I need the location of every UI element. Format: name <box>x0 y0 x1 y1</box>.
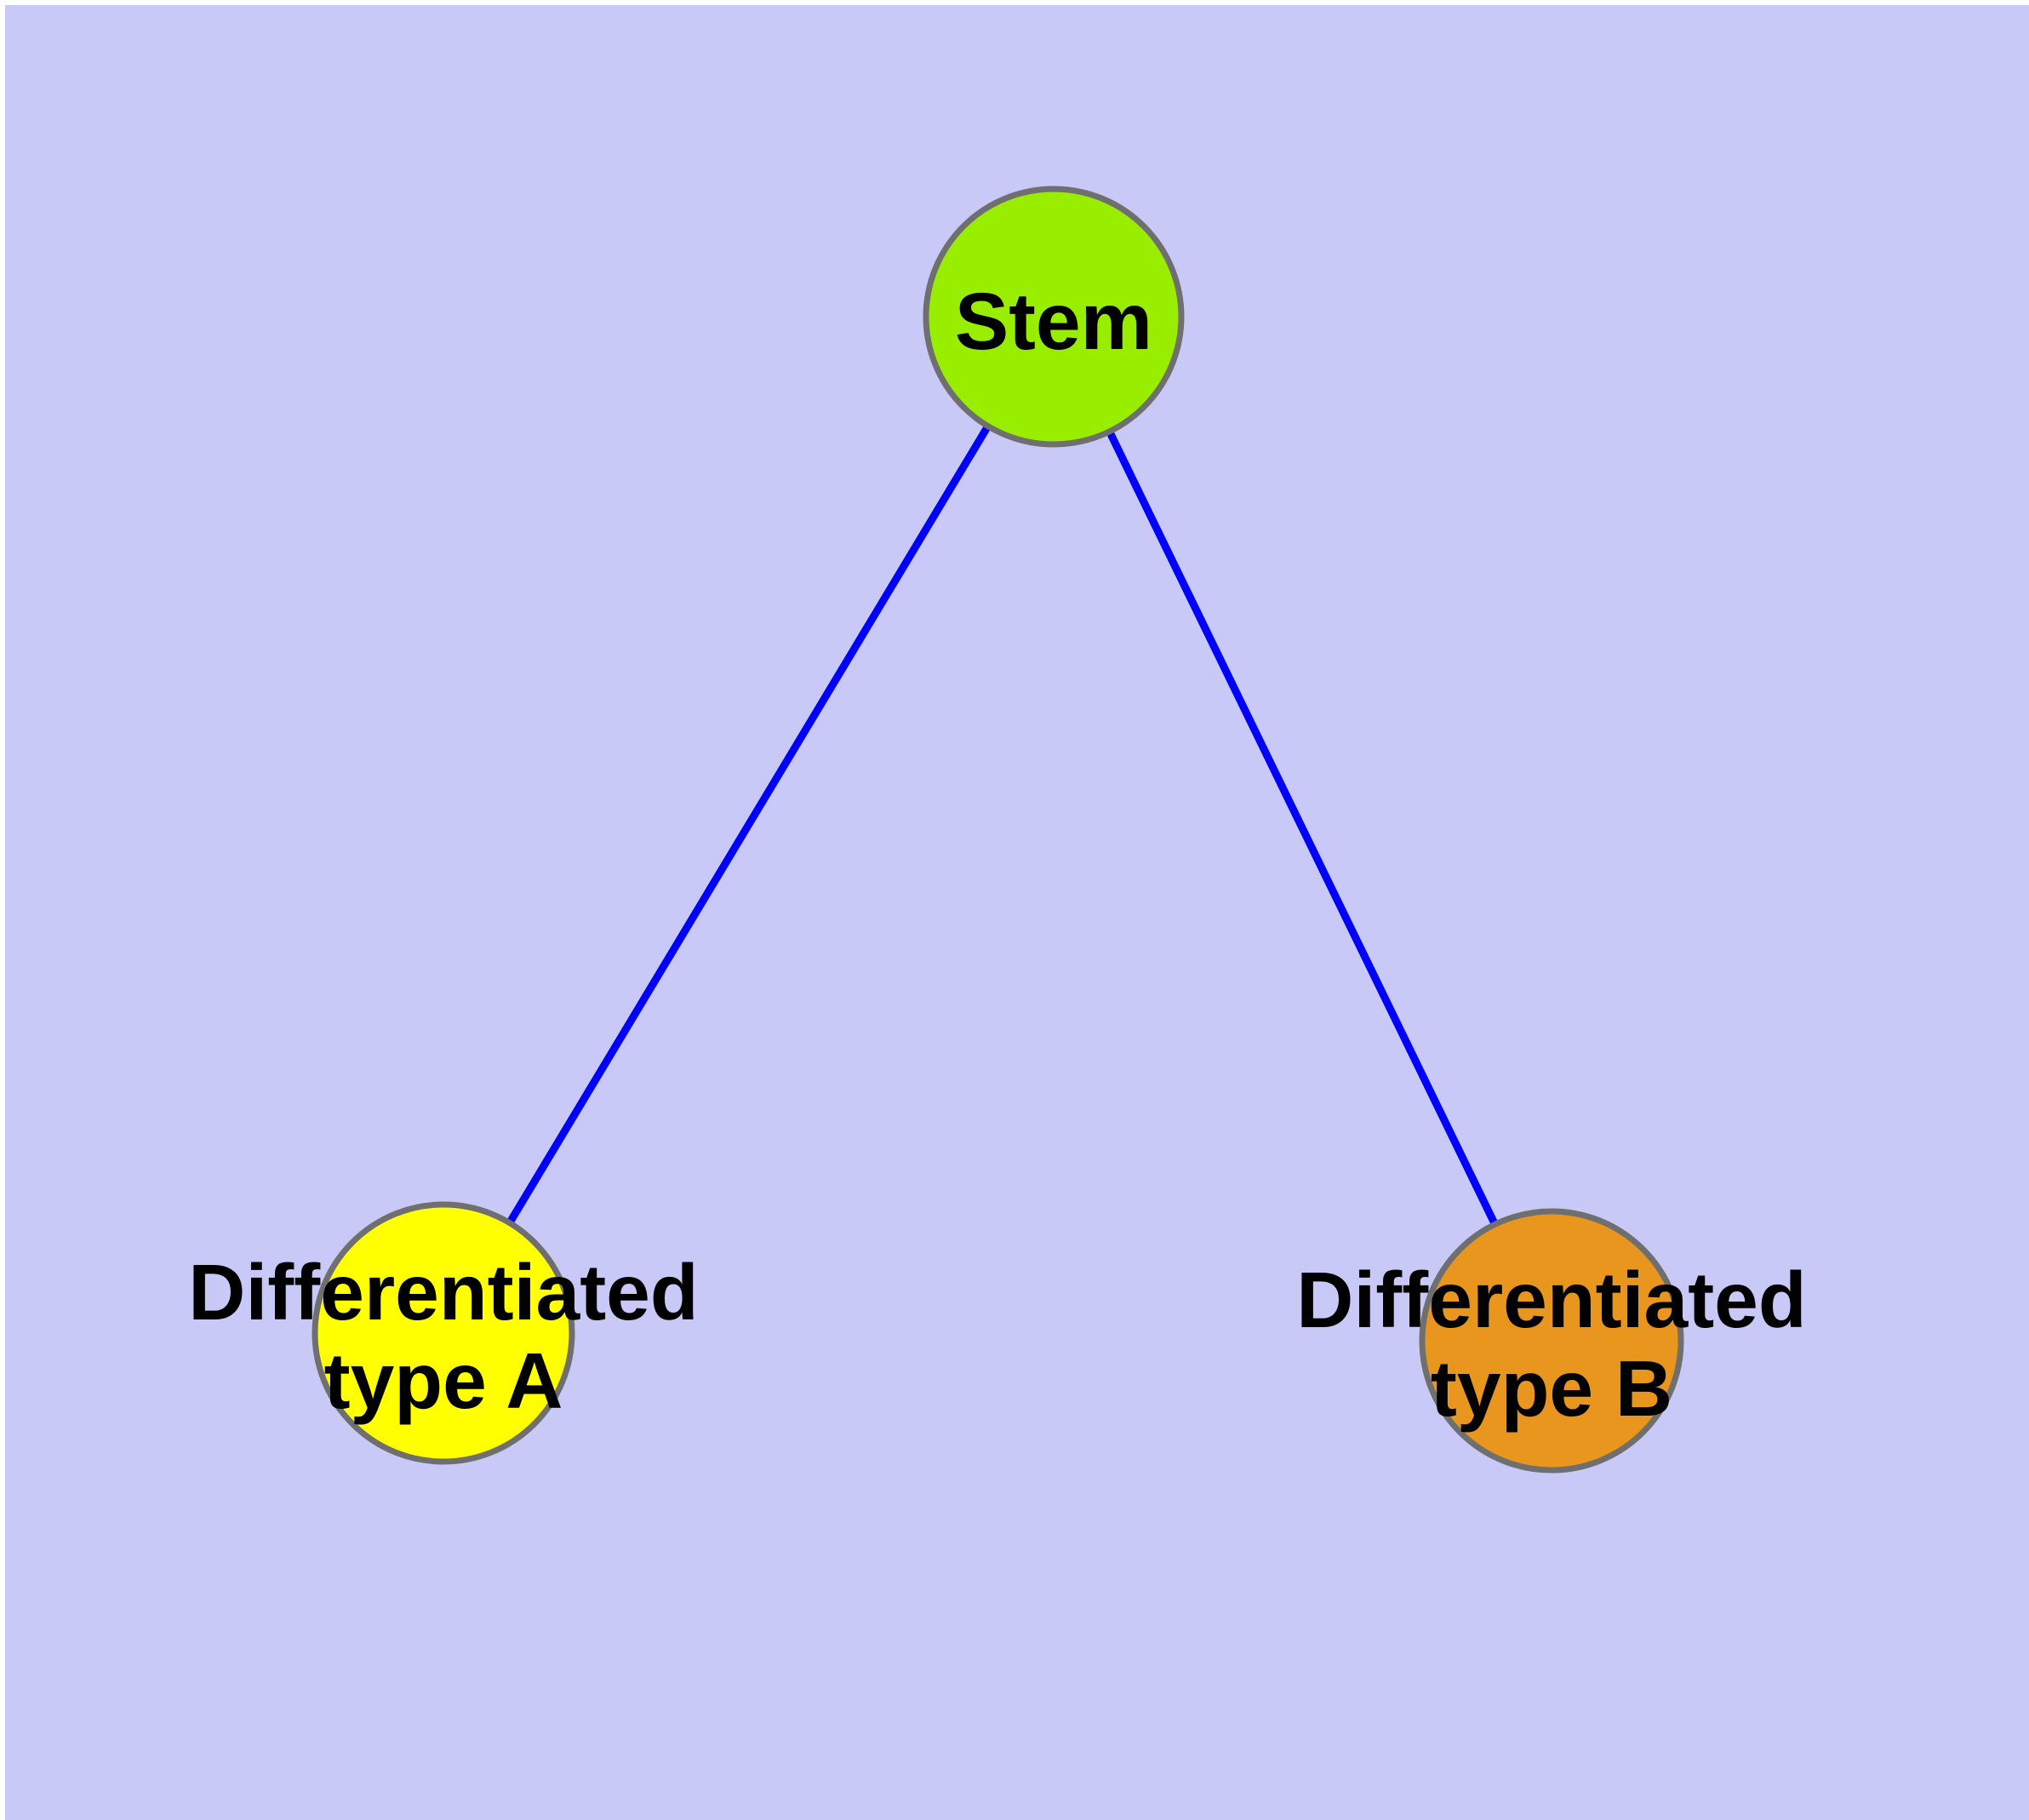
node-type-a-label-line-2: type A <box>324 1336 563 1425</box>
node-type-b-circle <box>1419 1208 1684 1474</box>
node-stem-label: Stem <box>955 277 1152 367</box>
node-type-b-label-line-2: type B <box>1431 1344 1672 1433</box>
node-type-a-label-line-1: Differentiated <box>188 1248 698 1336</box>
edge-stem-to-type-b <box>1049 315 1556 1342</box>
node-stem-circle <box>923 186 1185 448</box>
node-type-b-label-line-1: Differentiated <box>1296 1256 1806 1344</box>
edge-stem-to-type-a <box>440 314 1057 1336</box>
node-type-a-circle <box>311 1201 575 1465</box>
